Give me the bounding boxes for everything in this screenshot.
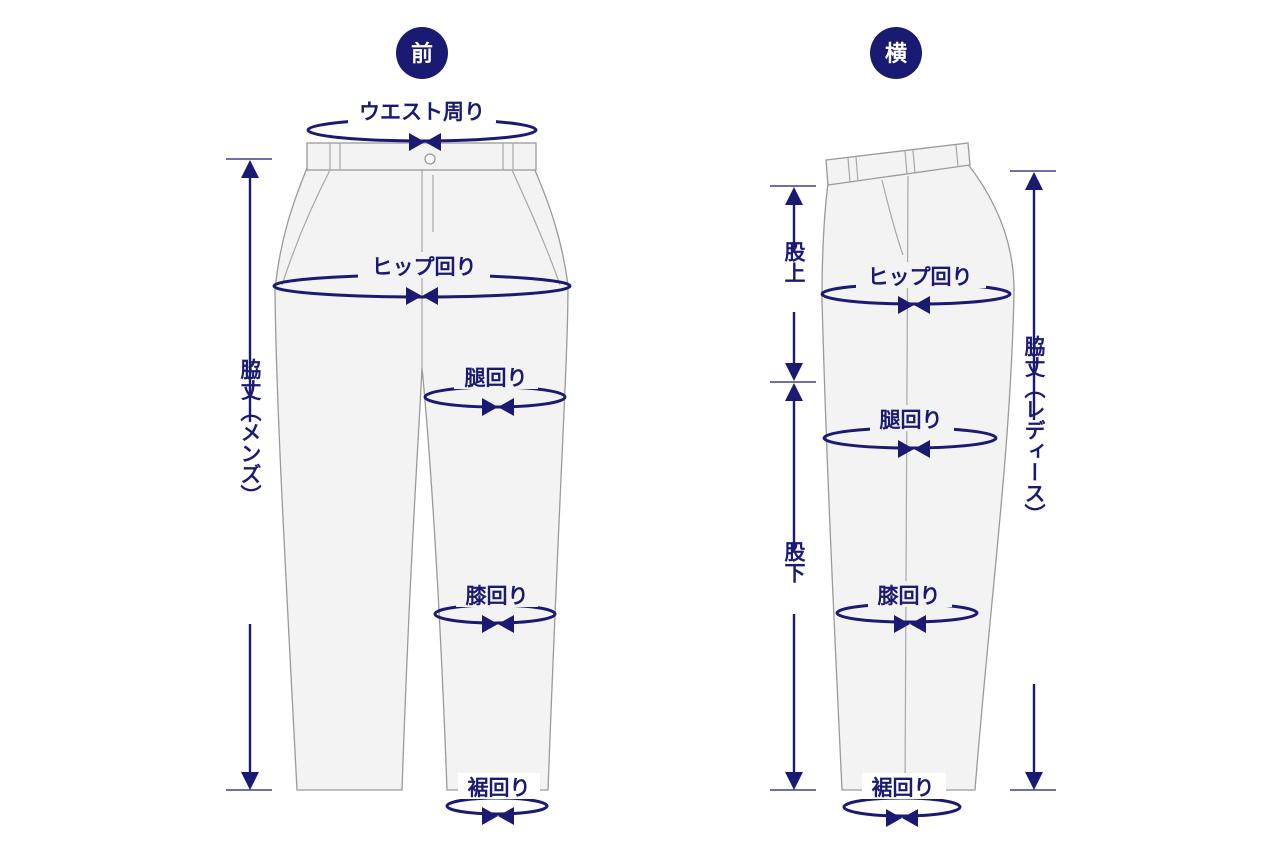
side-badge-label: 横 <box>885 42 907 67</box>
front-hem-measure: 裾回り <box>445 773 549 825</box>
side-thigh-measure: 腿回り <box>822 405 998 458</box>
front-side-length-measure: 脇丈（メンズ） <box>226 158 272 791</box>
side-hip-label: ヒップ回り <box>868 265 973 289</box>
front-badge: 前 <box>396 27 448 79</box>
side-view: 横 ヒップ回り 腿回り <box>770 27 1056 827</box>
front-view: 前 ウエスト周り <box>226 27 572 825</box>
side-waistband <box>825 142 971 186</box>
side-knee-measure: 膝回り <box>835 581 979 633</box>
front-knee-label: 膝回り <box>466 584 529 608</box>
side-hem-label: 裾回り <box>872 776 935 800</box>
front-thigh-label: 腿回り <box>465 366 528 390</box>
button-icon <box>424 153 436 165</box>
front-hem-label: 裾回り <box>468 776 531 800</box>
front-waist-label: ウエスト周り <box>359 100 485 124</box>
front-hip-measure: ヒップ回り <box>272 252 572 305</box>
front-thigh-measure: 腿回り <box>423 363 567 416</box>
side-inseam-measure: 股下 <box>770 383 816 791</box>
side-knee-label: 膝回り <box>878 584 941 608</box>
side-inseam-label: 股下 <box>782 541 806 583</box>
side-hem-measure: 裾回り <box>842 773 962 827</box>
side-badge: 横 <box>870 27 922 79</box>
side-length-measure: 脇丈（レディース） <box>1010 170 1056 791</box>
front-badge-label: 前 <box>411 41 433 67</box>
front-knee-measure: 膝回り <box>433 581 557 633</box>
front-waist-measure: ウエスト周り <box>306 97 538 151</box>
front-pants <box>274 142 569 791</box>
front-side-length-label: 脇丈（メンズ） <box>238 359 262 506</box>
side-pants <box>821 142 1015 791</box>
side-rise-measure: 股上 <box>770 185 816 383</box>
side-rise-label: 股上 <box>782 241 806 283</box>
front-waistband <box>306 142 537 171</box>
side-hip-measure: ヒップ回り <box>820 262 1012 314</box>
side-length-label: 脇丈（レディース） <box>1022 336 1046 525</box>
front-hip-label: ヒップ回り <box>372 255 477 279</box>
side-thigh-label: 腿回り <box>880 408 943 432</box>
